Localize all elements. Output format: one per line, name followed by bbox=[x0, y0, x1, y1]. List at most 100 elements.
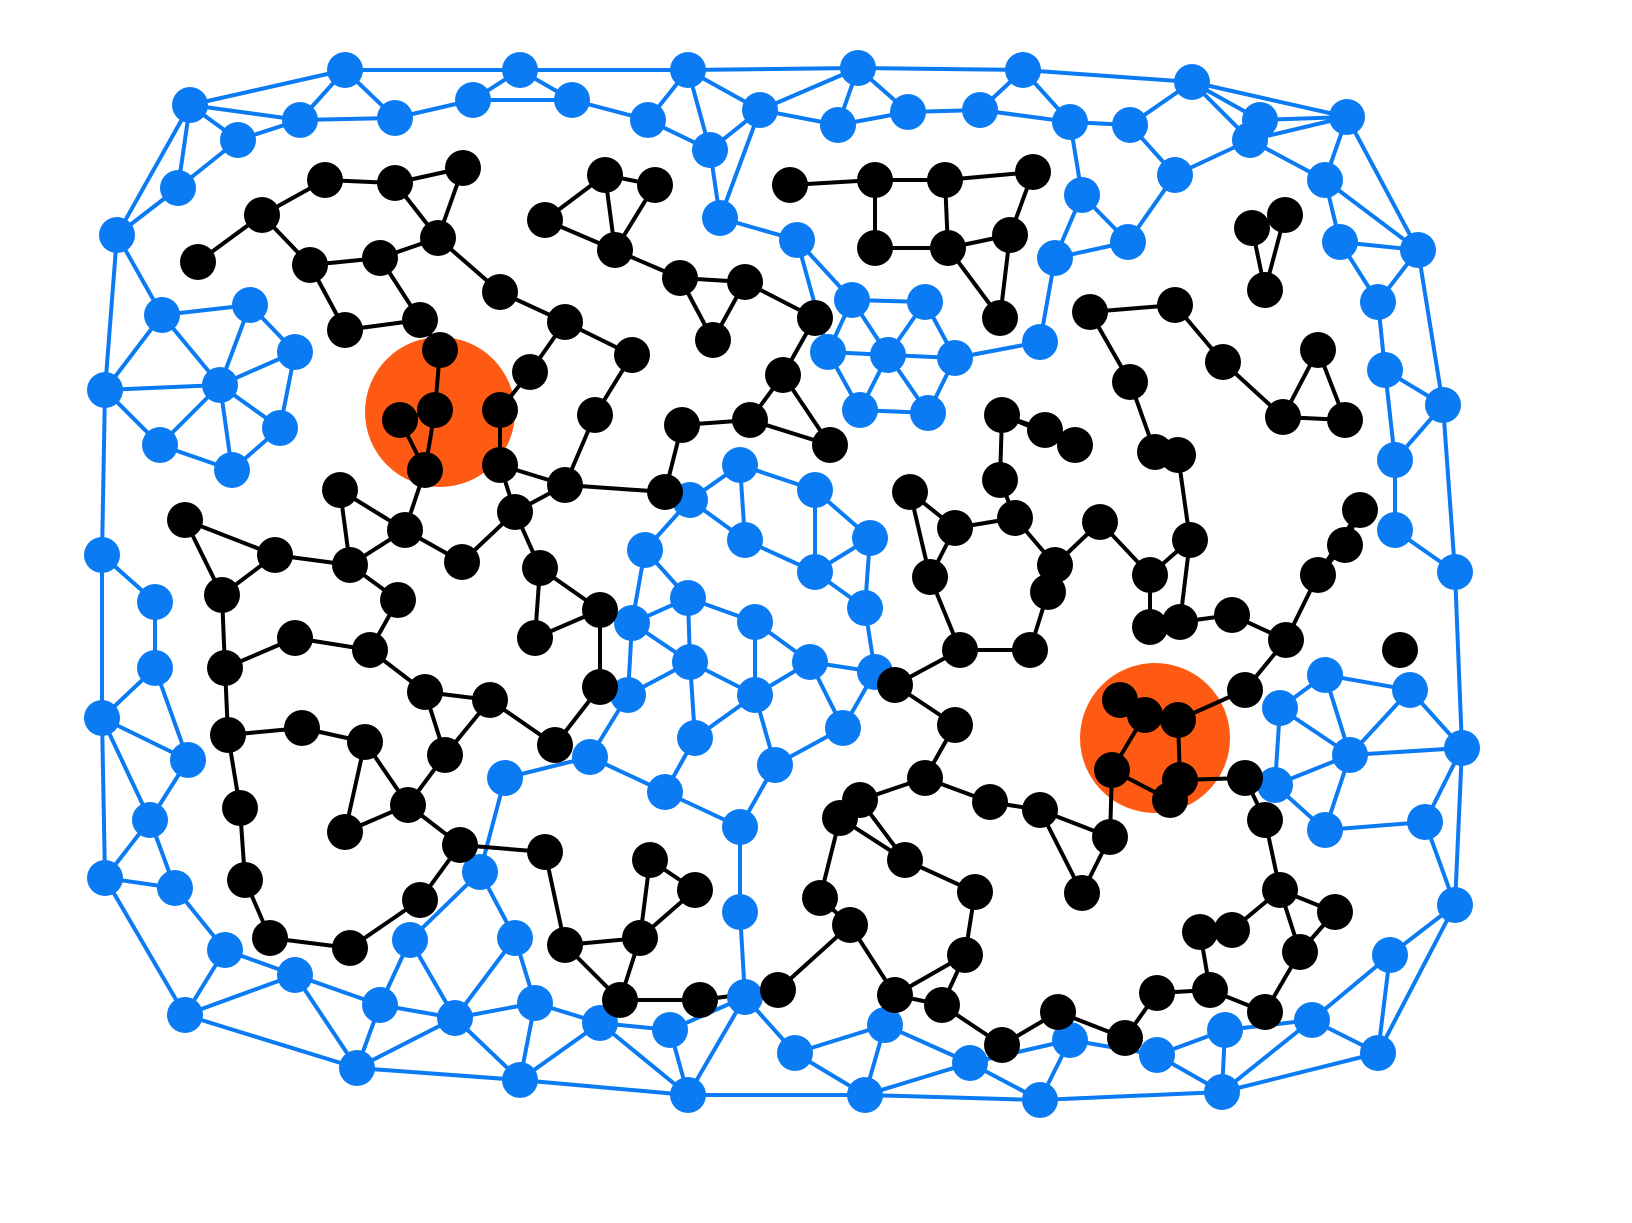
black-node bbox=[1214, 597, 1250, 633]
black-node bbox=[402, 882, 438, 918]
blue-node bbox=[170, 742, 206, 778]
blue-node bbox=[1005, 52, 1041, 88]
blue-node bbox=[487, 760, 523, 796]
blue-edge bbox=[356, 1016, 456, 1070]
blue-edge bbox=[857, 66, 1024, 72]
black-node bbox=[522, 550, 558, 586]
black-node bbox=[1234, 210, 1270, 246]
black-node bbox=[1107, 1020, 1143, 1056]
blue-node bbox=[132, 802, 168, 838]
black-node bbox=[327, 814, 363, 850]
blue-node bbox=[937, 340, 973, 376]
blue-node bbox=[867, 1007, 903, 1043]
blue-node bbox=[647, 774, 683, 810]
blue-node bbox=[1407, 804, 1443, 840]
blue-node bbox=[462, 854, 498, 890]
blue-edge bbox=[687, 66, 859, 72]
blue-node bbox=[1257, 767, 1293, 803]
black-node bbox=[1192, 972, 1228, 1008]
blue-node bbox=[1307, 162, 1343, 198]
black-node bbox=[1300, 557, 1336, 593]
blue-node bbox=[1360, 284, 1396, 320]
black-node bbox=[417, 392, 453, 428]
blue-node bbox=[497, 920, 533, 956]
black-node bbox=[912, 559, 948, 595]
black-node bbox=[1205, 344, 1241, 380]
black-node bbox=[407, 674, 443, 710]
blue-node bbox=[847, 1077, 883, 1113]
black-node bbox=[1160, 702, 1196, 738]
blue-edge bbox=[184, 1013, 358, 1070]
blue-node bbox=[172, 87, 208, 123]
blue-node bbox=[1204, 1074, 1240, 1110]
blue-node bbox=[890, 94, 926, 130]
blue-node bbox=[1262, 690, 1298, 726]
blue-node bbox=[392, 922, 428, 958]
black-node bbox=[662, 260, 698, 296]
black-node bbox=[427, 737, 463, 773]
blue-node bbox=[1052, 104, 1088, 140]
blue-node bbox=[282, 102, 318, 138]
black-node bbox=[637, 167, 673, 203]
black-node bbox=[1057, 427, 1093, 463]
black-node bbox=[992, 217, 1028, 253]
blue-node bbox=[142, 427, 178, 463]
black-node bbox=[444, 544, 480, 580]
black-node bbox=[517, 620, 553, 656]
black-node bbox=[167, 502, 203, 538]
black-node bbox=[947, 937, 983, 973]
black-node bbox=[210, 717, 246, 753]
blue-node bbox=[502, 52, 538, 88]
black-node bbox=[362, 240, 398, 276]
black-node bbox=[677, 872, 713, 908]
blue-edge bbox=[100, 717, 107, 879]
black-node bbox=[207, 650, 243, 686]
black-node bbox=[180, 244, 216, 280]
black-node bbox=[1247, 994, 1283, 1030]
black-node bbox=[1327, 527, 1363, 563]
blue-node bbox=[847, 590, 883, 626]
black-node bbox=[1027, 412, 1063, 448]
black-node bbox=[407, 452, 443, 488]
black-node bbox=[1162, 762, 1198, 798]
black-node bbox=[664, 407, 700, 443]
blue-node bbox=[1052, 1022, 1088, 1058]
black-node bbox=[1037, 547, 1073, 583]
black-node bbox=[1182, 914, 1218, 950]
black-node bbox=[547, 467, 583, 503]
black-node bbox=[1342, 492, 1378, 528]
black-node bbox=[1137, 434, 1173, 470]
black-node bbox=[772, 167, 808, 203]
blue-edge bbox=[1453, 747, 1464, 906]
black-node bbox=[582, 592, 618, 628]
blue-node bbox=[1372, 937, 1408, 973]
black-node bbox=[577, 397, 613, 433]
black-node bbox=[420, 220, 456, 256]
black-node bbox=[1072, 294, 1108, 330]
blue-node bbox=[1207, 1012, 1243, 1048]
black-node bbox=[587, 157, 623, 193]
black-node bbox=[1094, 752, 1130, 788]
blue-node bbox=[1437, 554, 1473, 590]
black-node bbox=[982, 300, 1018, 336]
black-node bbox=[1268, 622, 1304, 658]
blue-node bbox=[737, 604, 773, 640]
blue-edge bbox=[1221, 1051, 1379, 1094]
black-node bbox=[957, 874, 993, 910]
blue-node bbox=[1157, 157, 1193, 193]
black-node bbox=[482, 447, 518, 483]
blue-node bbox=[777, 1035, 813, 1071]
black-node bbox=[292, 247, 328, 283]
blue-node bbox=[820, 107, 856, 143]
black-node bbox=[482, 274, 518, 310]
black-node bbox=[244, 197, 280, 233]
black-node bbox=[930, 230, 966, 266]
black-node bbox=[322, 472, 358, 508]
blue-edge bbox=[100, 389, 107, 556]
blue-node bbox=[157, 870, 193, 906]
blue-node bbox=[722, 894, 758, 930]
black-node bbox=[347, 724, 383, 760]
blue-node bbox=[502, 1062, 538, 1098]
node-layer bbox=[84, 50, 1480, 1118]
blue-edge bbox=[1349, 746, 1463, 757]
